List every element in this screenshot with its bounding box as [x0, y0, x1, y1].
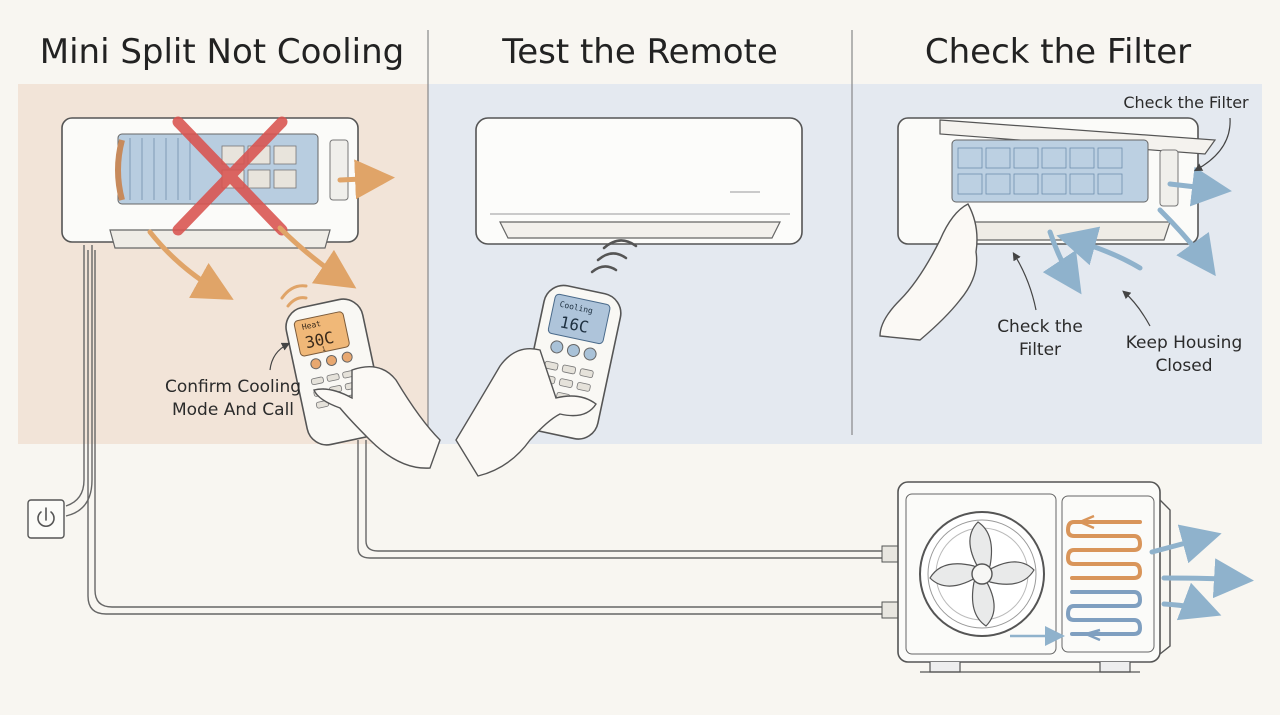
fan-icon: [919, 511, 1045, 637]
remote-2-lcd: [547, 293, 611, 345]
hand-3: [879, 203, 978, 341]
callout-filter-top-leader: [1193, 117, 1231, 172]
remote-1-lcd: [293, 311, 350, 357]
hand-1: [313, 366, 441, 469]
callout-filter-bottom-leader: [1012, 251, 1037, 311]
remote-1-sub: 1: [321, 345, 326, 353]
outdoor-unit: [897, 481, 1171, 673]
callout-confirm-line1: Confirm Cooling: [165, 377, 301, 397]
red-x-icon: [172, 116, 288, 236]
callout-housing-line1: Keep Housing: [1126, 333, 1243, 353]
indoor-unit-clean: [475, 117, 803, 245]
indoor-unit-open: [897, 117, 1217, 245]
power-icon: [37, 507, 55, 527]
indoor-unit-faulty: [61, 117, 359, 249]
callout-housing-line2: Closed: [1155, 356, 1212, 376]
cool-airflow-arrows: [1042, 166, 1232, 295]
power-cable: [65, 245, 93, 517]
callout-filter-bottom-line2: Filter: [1019, 340, 1061, 360]
outdoor-airflow-arrows: [1149, 524, 1254, 621]
callout-confirm-leader: [269, 342, 291, 371]
callout-confirm-line2: Mode And Call: [172, 400, 294, 420]
warm-airflow-arrows: [147, 159, 395, 300]
remote-1-mode: Heat: [301, 319, 322, 332]
hot-coil: [1065, 520, 1143, 580]
cold-coil: [1065, 590, 1143, 636]
panel-1-title: Mini Split Not Cooling: [40, 32, 405, 72]
refrigerant-lines: [87, 250, 884, 615]
signal-waves-icon: [590, 239, 638, 274]
wall-outlet[interactable]: [27, 499, 65, 539]
callout-filter-top: Check the Filter: [1123, 93, 1249, 112]
panel-3-title: Check the Filter: [925, 32, 1191, 72]
wifi-signal-icon: [280, 284, 308, 308]
hand-2: [455, 348, 597, 477]
callout-housing-leader: [1122, 290, 1151, 327]
callout-filter-bottom-line1: Check the: [997, 317, 1083, 337]
panel-2-title: Test the Remote: [501, 32, 778, 72]
